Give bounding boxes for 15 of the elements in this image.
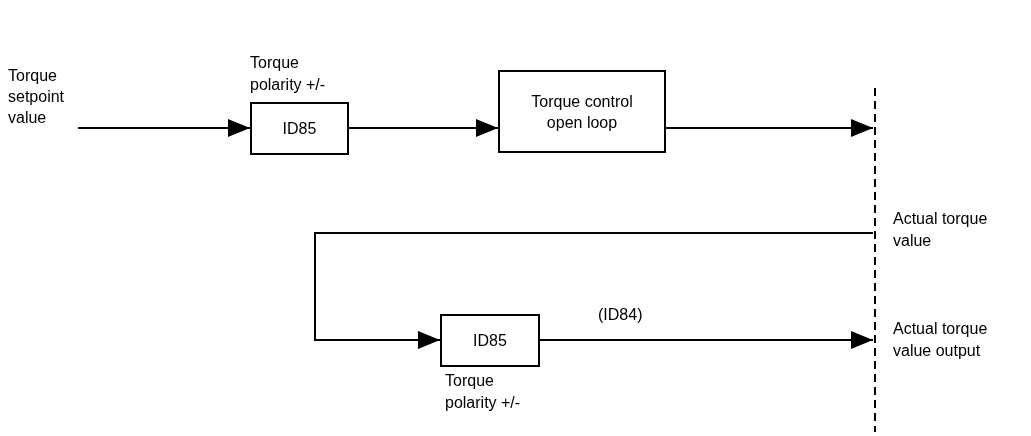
signal-label: Actual torque value output bbox=[893, 319, 989, 361]
signal-arrow bbox=[665, 119, 874, 137]
process-box: Torque control open loop bbox=[498, 70, 666, 153]
edge-label: (ID84) bbox=[596, 305, 645, 325]
signal-arrow bbox=[314, 232, 874, 349]
signal-arrow bbox=[539, 331, 874, 349]
signal-arrow bbox=[77, 119, 251, 137]
signal-label: Torque setpoint value bbox=[8, 60, 88, 132]
signal-arrow bbox=[348, 119, 499, 137]
signal-label: Torque polarity +/- bbox=[445, 371, 522, 413]
process-box: ID85 bbox=[440, 314, 540, 367]
dashed-boundary-line bbox=[873, 88, 877, 432]
signal-label: Actual torque value bbox=[893, 209, 989, 251]
process-box: ID85 bbox=[250, 102, 349, 155]
signal-label: Torque polarity +/- bbox=[250, 53, 327, 95]
